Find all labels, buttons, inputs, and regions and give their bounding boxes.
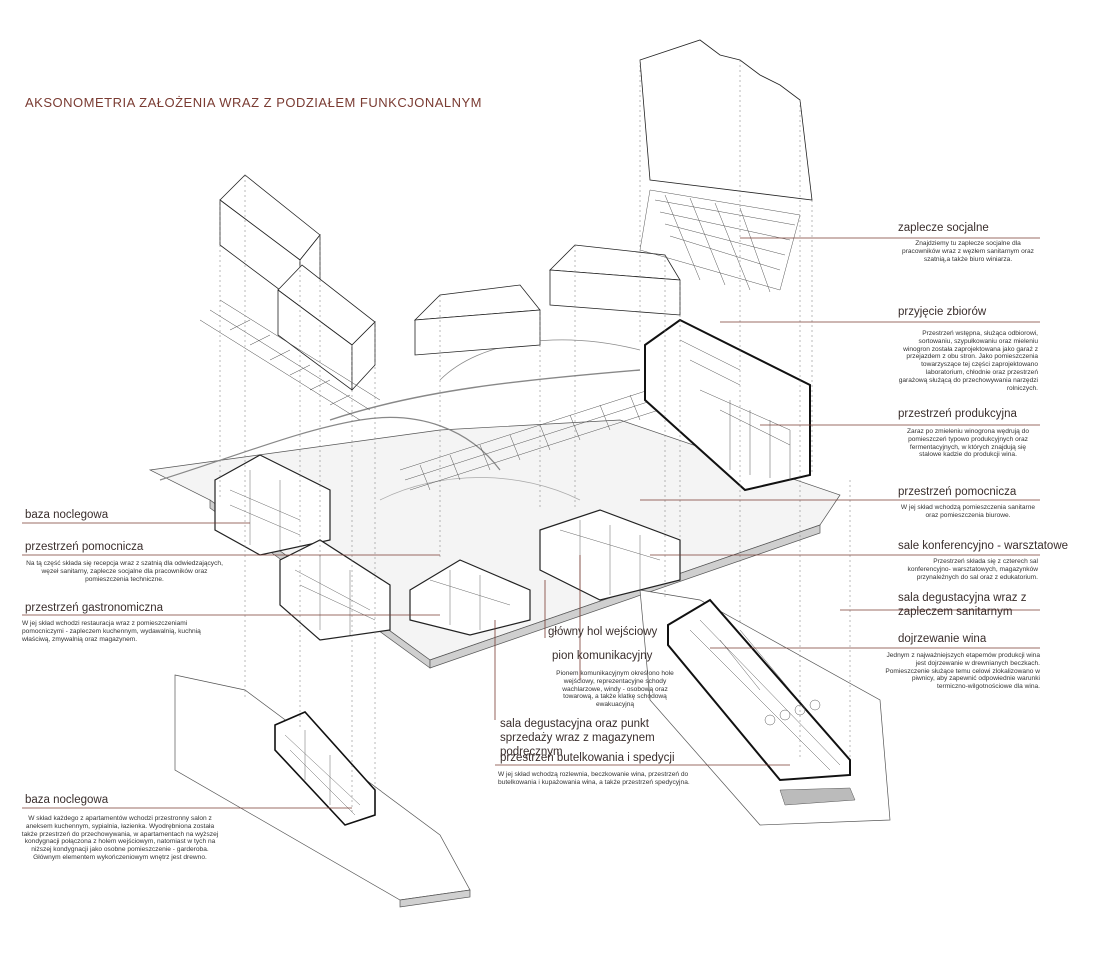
- desc-zaplecze-socjalne: Znajdziemy tu zaplecze socjalne dla prac…: [902, 240, 1034, 263]
- desc-przestrzen-gastronomiczna: W jej skład wchodzi restauracja wraz z p…: [22, 620, 201, 643]
- label-baza-noclegowa-top: baza noclegowa: [25, 509, 109, 521]
- label-zaplecze-socjalne: zaplecze socjalne: [898, 222, 989, 234]
- desc-przestrzen-pomocnicza-right: W jej skład wchodzą pomieszczenia sanita…: [900, 504, 1036, 519]
- desc-przestrzen-produkcyjna: Zaraz po zmieleniu winogrona wędrują do …: [906, 428, 1030, 459]
- leader-lines: [22, 237, 1040, 809]
- desc-sale-konferencyjno: Przestrzeń składa się z czterech sal kon…: [907, 558, 1038, 581]
- label-przestrzen-produkcyjna: przestrzeń produkcyjna: [898, 408, 1017, 420]
- desc-dojrzewanie-wina: Jednym z najważniejszych etapemów produk…: [885, 652, 1040, 691]
- left-roof-blocks: [199, 174, 381, 421]
- desc-przestrzen-pomocnicza-left: Na tą część składa się recepcja wraz z s…: [26, 560, 223, 583]
- label-dojrzewanie-wina: dojrzewanie wina: [898, 633, 987, 645]
- cellar-building: [667, 598, 856, 806]
- diagram-title: AKSONOMETRIA ZAŁOŻENIA WRAZ Z PODZIAŁEM …: [25, 95, 482, 110]
- projection-lines: [219, 60, 851, 815]
- right-roof-block: [639, 39, 813, 293]
- label-sala-degustacyjna-center: sala degustacyjna oraz punkt sprzedaży w…: [500, 718, 655, 758]
- desc-pion-komunikacyjny: Pionem komunikacyjnym określono hole wej…: [556, 670, 674, 709]
- label-przyjecie-zbiorow: przyjęcie zbiorów: [898, 306, 987, 318]
- label-przestrzen-pomocnicza-left: przestrzeń pomocnicza: [25, 541, 144, 553]
- label-przestrzen-butelkowania: przestrzeń butelkowania i spedycji: [500, 752, 675, 764]
- label-baza-noclegowa-bottom: baza noclegowa: [25, 794, 109, 806]
- label-glowny-hol: główny hol wejściowy: [548, 626, 658, 638]
- desc-baza-noclegowa-bottom: W skład każdego z apartamentów wchodzi p…: [21, 815, 219, 861]
- label-sale-konferencyjno: sale konferencyjno - warsztatowe: [898, 540, 1069, 552]
- label-pion-komunikacyjny: pion komunikacyjny: [552, 650, 653, 662]
- label-przestrzen-pomocnicza-right: przestrzeń pomocnicza: [898, 486, 1017, 498]
- label-przestrzen-gastronomiczna: przestrzeń gastronomiczna: [25, 602, 164, 614]
- central-roof-blocks: [399, 244, 691, 491]
- lower-accommodation: [274, 711, 376, 826]
- desc-przestrzen-butelkowania: W jej skład wchodzą rozlewnia, beczkowan…: [498, 771, 690, 786]
- label-sala-degustacyjna-right: sala degustacyjna wraz z zapleczem sanit…: [898, 592, 1027, 618]
- desc-przyjecie-zbiorow: Przestrzeń wstępna, służąca odbiorowi, s…: [898, 330, 1038, 392]
